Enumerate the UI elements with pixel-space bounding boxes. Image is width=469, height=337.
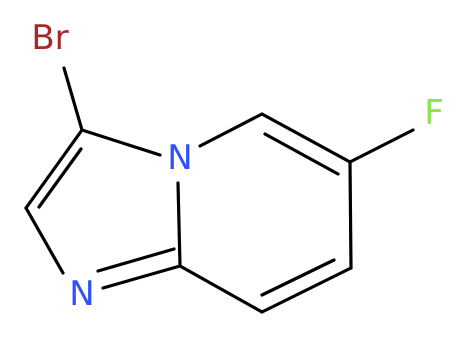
- bond-c6-f: [348, 128, 415, 164]
- atom-n-imidazole-label: N: [69, 274, 94, 314]
- bond-n4-c5: [198, 112, 264, 148]
- bond-c3-c2-inner: [37, 147, 83, 209]
- atom-br-label: Br: [31, 18, 68, 58]
- atom-f-label: F: [424, 93, 444, 133]
- atom-n-bridge-label: N: [167, 138, 192, 178]
- bond-n1-c8a-inner: [96, 247, 176, 273]
- bonds: [24, 66, 415, 314]
- bond-c6-c7: [348, 160, 353, 270]
- bond-c8-c8a: [178, 264, 264, 314]
- bond-c3-c2: [24, 128, 84, 210]
- bond-c5-c6-inner: [263, 132, 340, 176]
- bond-c5-c6: [260, 112, 352, 164]
- bond-c2-n1: [24, 206, 65, 275]
- bond-c7-c8: [260, 266, 353, 314]
- bond-n1-c8a: [101, 264, 182, 290]
- bond-n4-c3: [80, 128, 162, 157]
- bond-c7-c8-inner: [260, 258, 336, 297]
- bond-c8a-n4: [176, 181, 182, 268]
- bond-c3-br: [62, 66, 84, 132]
- atom-labels: Br N N F: [31, 18, 443, 314]
